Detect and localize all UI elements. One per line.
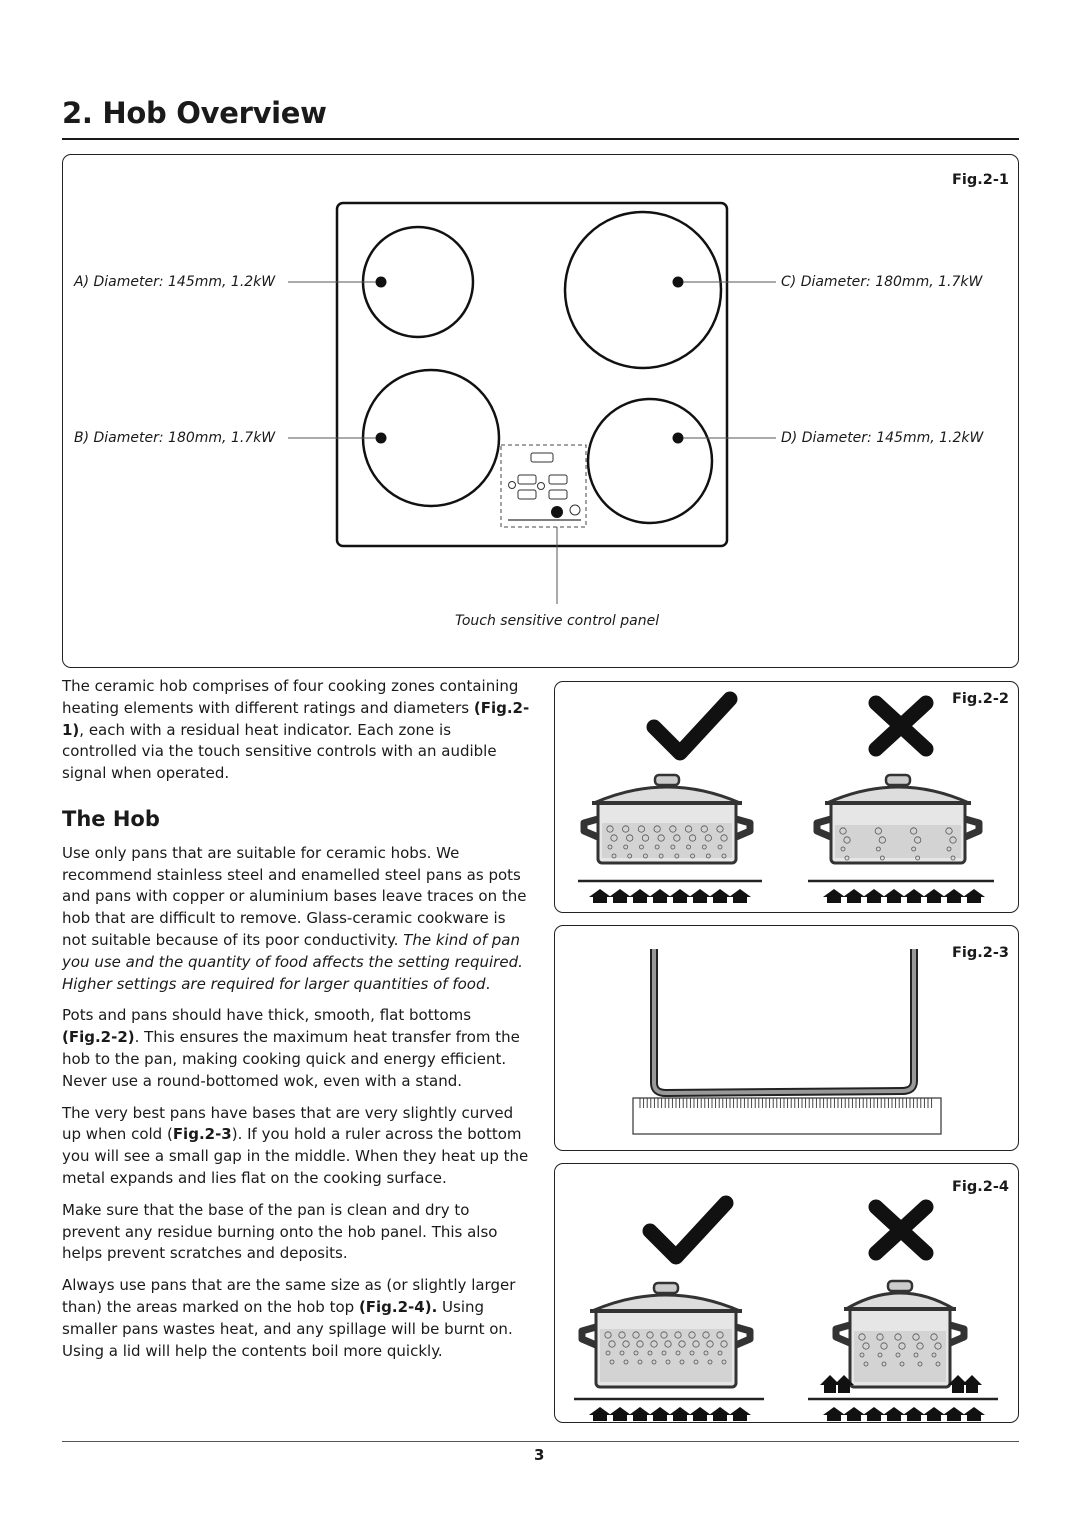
heat-arrow-icon [689, 1407, 711, 1421]
heat-arrow-icon [962, 1375, 982, 1393]
heat-arrow-icon [609, 889, 631, 903]
zone-b-label: B) Diameter: 180mm, 1.7kW [74, 430, 276, 446]
page-title: 2. Hob Overview [62, 96, 327, 130]
heat-arrow-icon [709, 1407, 731, 1421]
cross-icon [868, 1199, 934, 1261]
intro-paragraph: The ceramic hob comprises of four cookin… [62, 677, 530, 783]
paragraph-4: Make sure that the base of the pan is cl… [62, 1200, 498, 1263]
heat-arrow-icon [669, 889, 691, 903]
pan-size-diagram [574, 1195, 998, 1421]
heat-arrow-icon [649, 1407, 671, 1421]
figure-2-3-label: Fig.2-3 [952, 945, 1009, 961]
heat-arrow-icon [729, 1407, 751, 1421]
heat-arrow-icon [903, 889, 925, 903]
pan-icon [813, 773, 983, 865]
paragraph-3: The very best pans have bases that are v… [62, 1103, 529, 1187]
flat-pan-diagram [578, 691, 994, 903]
heat-arrow-icon [820, 1375, 840, 1393]
heat-arrow-icon [589, 1407, 611, 1421]
figure-2-2-label: Fig.2-2 [952, 691, 1009, 707]
heat-arrow-icon [943, 889, 965, 903]
heat-arrow-icon [589, 889, 611, 903]
paragraph-2: Pots and pans should have thick, smooth,… [62, 1006, 520, 1090]
heat-arrow-icon [883, 889, 905, 903]
zone-c-label: C) Diameter: 180mm, 1.7kW [781, 274, 983, 290]
zone-d-ring [586, 397, 714, 525]
heat-arrow-icon [948, 1375, 968, 1393]
heat-arrow-icon [923, 889, 945, 903]
figure-2-2-panel [554, 681, 1019, 913]
heat-arrow-icon [729, 889, 751, 903]
heat-arrow-icon [843, 1407, 865, 1421]
heat-arrow-icon [649, 889, 671, 903]
curved-pan-ruler-diagram [632, 949, 942, 1135]
heat-arrow-icon [903, 1407, 925, 1421]
heat-arrow-icon [629, 889, 651, 903]
heat-arrow-icon [834, 1375, 854, 1393]
figure-2-1-panel [62, 154, 1019, 668]
body-text: The ceramic hob comprises of four cookin… [62, 676, 530, 1372]
check-icon [646, 691, 738, 761]
heat-arrow-icon [709, 889, 731, 903]
zone-d-indicator [672, 432, 684, 444]
paragraph-5: Always use pans that are the same size a… [62, 1276, 516, 1360]
section-heading: The Hob [62, 806, 160, 831]
pan-icon [580, 773, 754, 865]
heat-arrow-icon [923, 1407, 945, 1421]
cross-icon [868, 695, 934, 757]
pan-icon [650, 949, 918, 1097]
heat-arrow-icon [843, 889, 865, 903]
heat-arrow-icon [963, 1407, 985, 1421]
zone-c-ring [563, 210, 723, 370]
paragraph-1: Use only pans that are suitable for cera… [62, 843, 527, 993]
pan-icon [578, 1281, 754, 1389]
figure-2-4-panel [554, 1163, 1019, 1423]
check-icon [642, 1195, 734, 1265]
zone-a-indicator [375, 276, 387, 288]
heat-arrow-icon [943, 1407, 965, 1421]
footer-divider [62, 1441, 1019, 1442]
ruler-icon [632, 1097, 942, 1135]
heat-arrow-icon [823, 889, 845, 903]
heat-arrow-icon [863, 1407, 885, 1421]
zone-d-label: D) Diameter: 145mm, 1.2kW [781, 430, 984, 446]
heat-arrow-icon [689, 889, 711, 903]
pan-icon [832, 1279, 968, 1389]
heading-divider [62, 138, 1019, 140]
control-panel-caption: Touch sensitive control panel [455, 613, 660, 629]
figure-2-3-panel [554, 925, 1019, 1151]
control-panel-icon [500, 444, 587, 528]
heat-arrow-icon [823, 1407, 845, 1421]
zone-c-indicator [672, 276, 684, 288]
zone-b-indicator [375, 432, 387, 444]
heat-arrow-icon [863, 889, 885, 903]
figure-2-4-label: Fig.2-4 [952, 1179, 1009, 1195]
zone-a-label: A) Diameter: 145mm, 1.2kW [74, 274, 276, 290]
heat-arrow-icon [629, 1407, 651, 1421]
heat-arrow-icon [963, 889, 985, 903]
heat-arrow-icon [669, 1407, 691, 1421]
hob-diagram [288, 201, 776, 604]
figure-2-1-label: Fig.2-1 [952, 172, 1009, 188]
heat-arrow-icon [883, 1407, 905, 1421]
heat-arrow-icon [609, 1407, 631, 1421]
page-number: 3 [534, 1446, 545, 1464]
